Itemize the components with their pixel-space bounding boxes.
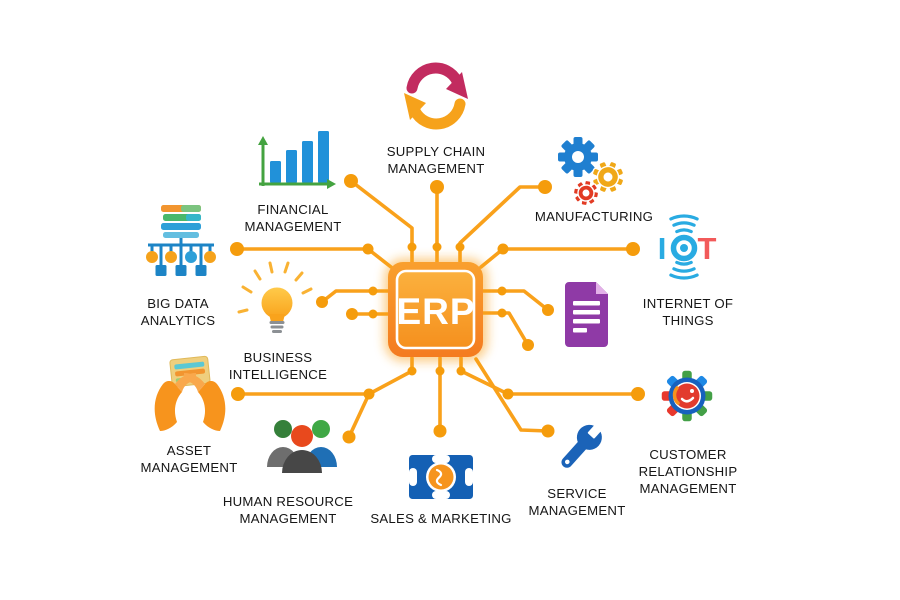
trace-hrm — [347, 392, 371, 439]
iot-wifi-icon: I T — [658, 214, 717, 280]
label-manufacturing: MANUFACTURING — [534, 209, 654, 224]
data-hierarchy-icon — [146, 205, 216, 276]
iot-letter-i: I — [658, 231, 667, 266]
trace-business-intelligence — [320, 289, 391, 304]
label-financial-management: FINANCIAL MANAGEMENT — [244, 202, 342, 234]
people-group-icon — [267, 420, 337, 473]
trace-asset — [236, 356, 414, 396]
lightbulb-icon — [237, 261, 313, 333]
label-business-intelligence: BUSINESS INTELLIGENCE — [228, 350, 328, 382]
label-human-resource-management: HUMAN RESOURCE MANAGEMENT — [222, 494, 354, 526]
circuit-dots — [230, 174, 645, 444]
cycle-arrows-icon — [404, 62, 468, 130]
trace-service — [474, 357, 550, 433]
smiley-gear-icon — [660, 369, 714, 423]
label-internet-of-things: INTERNET OF THINGS — [642, 296, 734, 328]
gears-icon — [558, 137, 625, 207]
document-icon — [565, 282, 608, 347]
erp-chip-label: ERP — [396, 291, 475, 332]
trace-crm — [459, 356, 640, 396]
bar-chart-icon — [258, 131, 336, 189]
label-sales-marketing: SALES & MARKETING — [370, 511, 512, 526]
iot-letter-t: T — [698, 231, 717, 266]
banknote-icon — [409, 455, 473, 499]
trace-document-upper — [481, 289, 550, 312]
label-asset-management: ASSET MANAGEMENT — [140, 443, 238, 475]
trace-manufacturing — [458, 185, 547, 264]
label-supply-chain-management: SUPPLY CHAIN MANAGEMENT — [386, 144, 486, 176]
wrench-icon — [561, 422, 604, 468]
trace-document-lower — [481, 311, 530, 347]
label-big-data-analytics: BIG DATA ANALYTICS — [140, 296, 216, 328]
label-customer-relationship-management: CUSTOMER RELATIONSHIP MANAGEMENT — [638, 447, 738, 496]
erp-chip: ERP — [384, 258, 488, 362]
label-service-management: SERVICE MANAGEMENT — [528, 486, 626, 518]
hands-holding-icon — [154, 355, 226, 431]
